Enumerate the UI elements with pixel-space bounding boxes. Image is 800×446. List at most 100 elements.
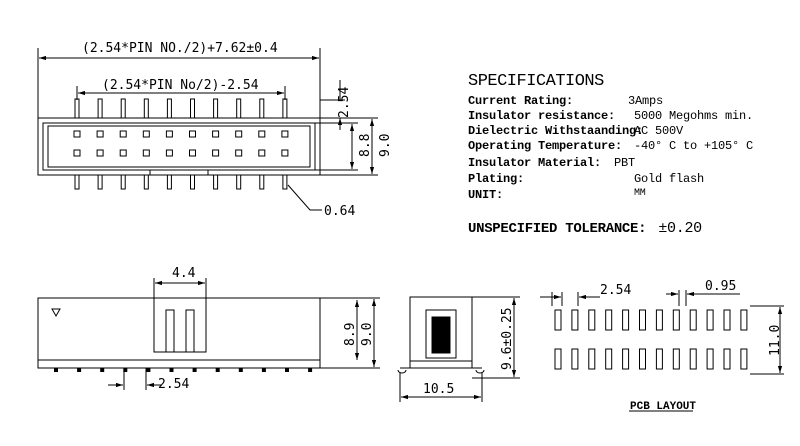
top-pin-square [189, 149, 196, 157]
front-pitch-label: 2.54 [158, 377, 189, 392]
spec-label: Insulator Material: [468, 156, 602, 170]
tolerance-line: UNSPECIFIED TOLERANCE: ±0.20 [468, 220, 702, 237]
top-pin-lead-upper [120, 98, 126, 119]
front-pin-foot [215, 368, 220, 372]
pcb-pad [689, 309, 697, 331]
top-pin-lead-upper [190, 98, 195, 119]
top-pin-lead-upper [213, 98, 219, 119]
top-pin-square [142, 149, 150, 157]
top-pin-square [281, 149, 289, 157]
pcb-row-span-label: 11.0 [768, 325, 783, 356]
pcb-pad [639, 348, 646, 370]
spec-value: -40° C to +105° C [634, 139, 754, 153]
side-slot-outer [425, 309, 457, 359]
top-pin-square [258, 130, 266, 138]
pcb-pad [622, 348, 630, 370]
top-pin-square [189, 130, 196, 138]
top-pin-square [212, 130, 220, 138]
top-pin-lead-upper [97, 98, 103, 119]
side-slot-fill [431, 316, 451, 354]
front-pin-foot [238, 368, 243, 372]
top-pin-lead-lower [190, 174, 195, 190]
spec-value: Gold flash [634, 172, 705, 186]
top-pin-lead-lower [213, 174, 219, 190]
top-pin-square [119, 149, 127, 157]
pcb-pad [655, 348, 663, 370]
top-pin-square [258, 149, 266, 157]
pcb-layout-caption: PCB LAYOUT [630, 401, 696, 413]
top-pin-square [165, 149, 173, 157]
top-pin-lead-lower [120, 174, 126, 190]
pcb-layout [540, 290, 784, 412]
front-pin-foot [123, 368, 128, 372]
pcb-pad [554, 309, 562, 331]
pcb-pad [706, 348, 714, 370]
pcb-pads [554, 309, 748, 370]
spec-value: 5000 Megohms min. [634, 109, 754, 123]
pcb-pad [554, 348, 562, 370]
top-pin-lead-lower [236, 174, 242, 190]
overall-width-label: (2.54*PIN NO./2)+7.62±0.4 [82, 41, 278, 56]
front-pin-foot [169, 368, 174, 372]
pcb-pad [571, 309, 579, 331]
spec-label: UNIT: [468, 188, 504, 202]
top-view [37, 48, 378, 211]
front-key-pin-left [165, 309, 175, 353]
front-pin-foot [261, 368, 266, 372]
pcb-pad [588, 348, 596, 370]
pcb-pad [605, 309, 613, 331]
top-body-inner [42, 122, 316, 171]
front-inner-height-label: 8.9 [343, 323, 358, 346]
pcb-pad [740, 309, 748, 331]
side-body-outline [409, 296, 473, 362]
pcb-pad [740, 348, 748, 370]
front-pin-foot [77, 368, 82, 372]
side-view-labels: 9.6±0.25 10.5 [423, 307, 515, 397]
pcb-pad [605, 348, 613, 370]
top-pin-square [281, 130, 289, 138]
front-pin-foot [192, 368, 197, 372]
top-pin-square [73, 130, 81, 138]
top-pin-square [212, 149, 220, 157]
top-pin-square [96, 149, 104, 157]
pcb-pad [689, 348, 697, 370]
spec-label: Current Rating: [468, 94, 574, 108]
pcb-pad [672, 348, 680, 370]
specifications-title: SPECIFICATIONS [468, 72, 604, 91]
top-pin-lead-lower [143, 174, 149, 190]
top-pin-lead-upper [74, 98, 80, 119]
pcb-pad [672, 309, 680, 331]
top-pin-square [73, 149, 81, 157]
front-key-window [153, 297, 207, 353]
top-pin-square [142, 130, 150, 138]
tolerance-label: UNSPECIFIED TOLERANCE: [468, 221, 647, 237]
pcb-pad [655, 309, 663, 331]
pin-size-leader [287, 184, 322, 211]
top-pin-lead-upper [282, 98, 288, 119]
pcb-pad [639, 309, 646, 331]
pcb-layout-labels: 2.54 0.95 11.0 PCB LAYOUT [600, 279, 783, 413]
front-pin-foot [308, 368, 313, 372]
front-key-pin-right [185, 309, 195, 353]
spec-label: Insulator resistance: [468, 109, 616, 123]
front-pins [54, 368, 313, 372]
pcb-pad [571, 348, 579, 370]
pin-span-label: (2.54*PIN No/2)-2.54 [102, 78, 259, 93]
specifications-block: SPECIFICATIONS Current Rating: 3Amps Ins… [468, 72, 788, 242]
front-pin-foot [146, 368, 151, 372]
pcb-pad-width-label: 0.95 [705, 279, 736, 294]
top-pin-square [165, 130, 173, 138]
polarization-key [149, 170, 209, 175]
top-pin-square [119, 130, 127, 138]
front-pin-foot [285, 368, 289, 372]
front-body-outline [37, 297, 321, 369]
top-pin-lead-lower [166, 174, 172, 190]
front-pin-foot [54, 368, 58, 372]
spec-value: 3Amps [628, 94, 664, 108]
top-pin-lead-upper [236, 98, 242, 119]
pcb-pad [723, 309, 731, 331]
top-pin-lead-lower [74, 174, 80, 190]
pcb-pad [706, 309, 714, 331]
pin-size-label: 0.64 [324, 204, 355, 219]
front-view [37, 278, 380, 390]
